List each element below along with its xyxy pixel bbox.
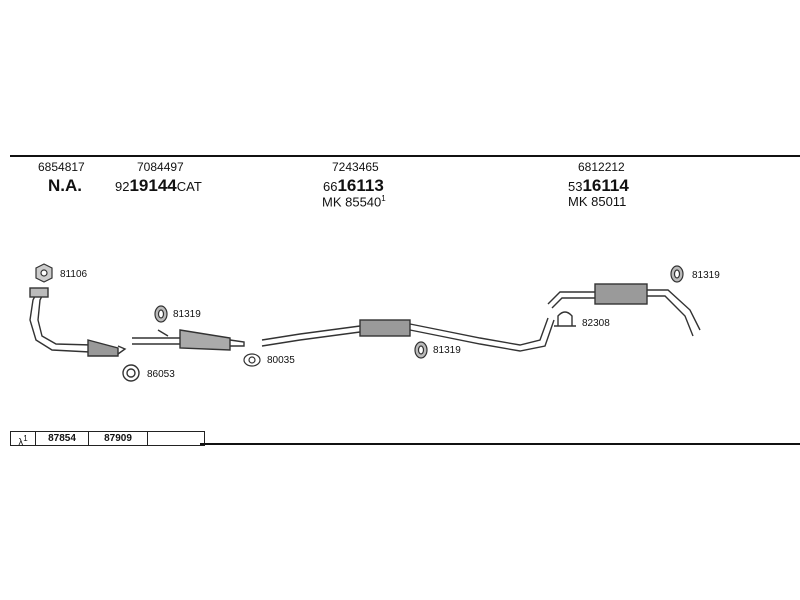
kit-number-sup: 1	[381, 194, 386, 203]
kit-number: MK 85011	[568, 194, 627, 209]
part-label-gasket-top: 81106	[60, 269, 88, 280]
part-label-ring-left: 86053	[147, 369, 175, 380]
kit-number-text: MK 85540	[322, 194, 382, 210]
gasket-mid-icon	[243, 353, 261, 367]
part-number-group: 6616113	[323, 176, 384, 196]
part-main-number: 16114	[582, 176, 629, 195]
part-number-group: 5316114	[568, 176, 629, 196]
ref-number: 7084497	[137, 160, 184, 174]
part-prefix: 53	[568, 179, 583, 194]
part-label-hanger-right: 81319	[692, 270, 720, 281]
table-cell: 87909	[89, 432, 148, 445]
part-main-number: N.A.	[48, 176, 82, 195]
rear-silencer	[547, 283, 701, 337]
lambda-sensor-table: λ1 87854 87909	[10, 431, 205, 449]
ref-number: 7243465	[332, 160, 379, 174]
kit-number: MK 855401	[322, 194, 386, 209]
clamp-right-icon	[554, 311, 576, 327]
part-main-number: 16113	[337, 176, 384, 195]
ring-left-icon	[122, 364, 140, 382]
hanger-center-icon	[414, 341, 428, 359]
part-label-clamp-right: 82308	[582, 318, 610, 329]
ref-number: 6812212	[578, 160, 625, 174]
catalyst-pipe	[132, 329, 245, 351]
lambda-sup: 1	[23, 434, 28, 443]
part-label-hanger-center: 81319	[433, 345, 461, 356]
part-label-gasket-mid: 80035	[267, 355, 295, 366]
part-number-group: 9219144CAT	[115, 176, 202, 196]
lambda-symbol-cell: λ1	[11, 432, 36, 449]
part-prefix: 92	[115, 179, 130, 194]
hanger-right-icon	[670, 265, 684, 283]
lambda-symbol: λ	[18, 437, 24, 449]
gasket-top-icon	[35, 263, 53, 283]
ref-number: 6854817	[38, 160, 85, 174]
part-prefix: 66	[323, 179, 338, 194]
part-main-number: 19144	[129, 176, 177, 195]
front-pipe	[29, 287, 127, 357]
table-cell	[148, 432, 204, 445]
hanger-cat-icon	[154, 305, 168, 323]
table-cell: 87854	[36, 432, 89, 445]
center-pipe	[261, 317, 555, 352]
part-suffix: CAT	[176, 179, 202, 194]
part-label-hanger-cat: 81319	[173, 309, 201, 320]
